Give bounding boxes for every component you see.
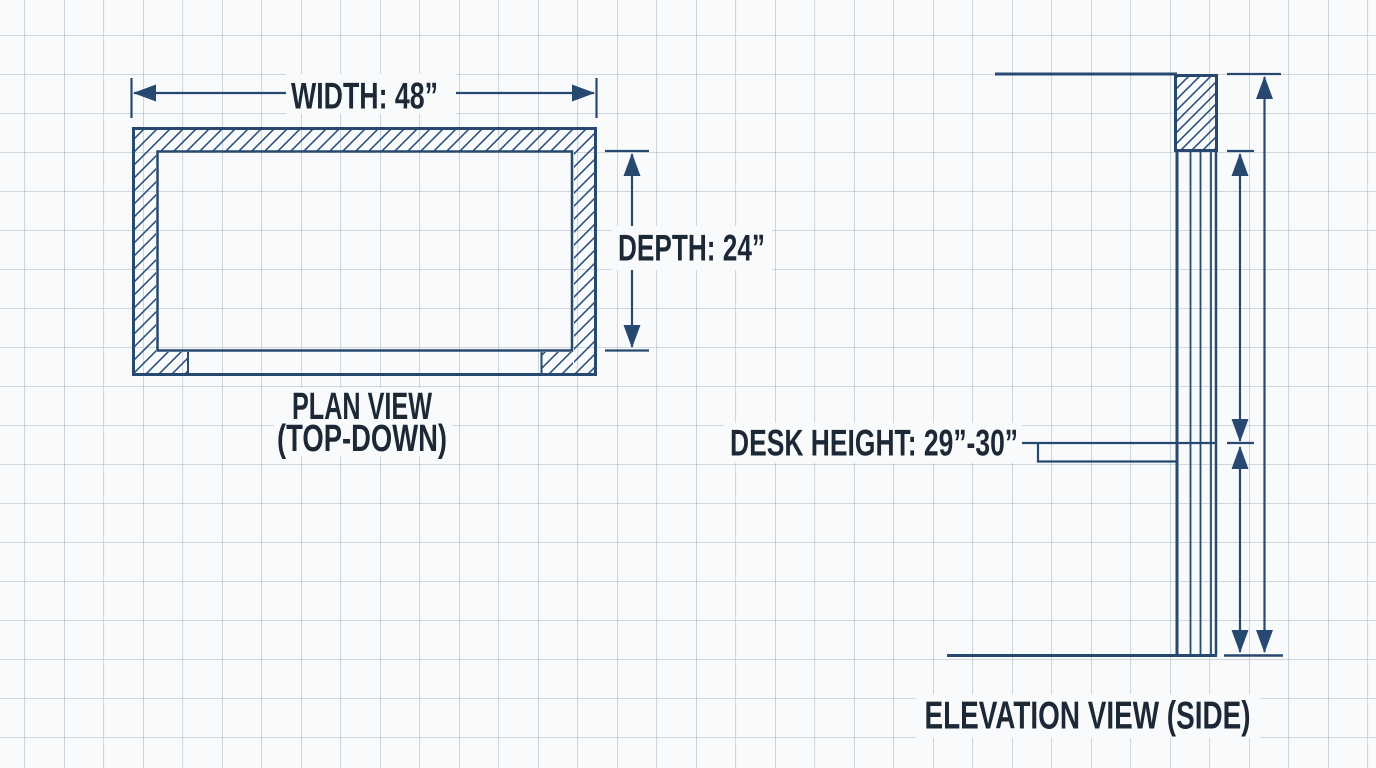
- elevation-hatch-block-outline: [1174, 74, 1218, 152]
- plan-caption-line2: (TOP-DOWN): [277, 418, 447, 460]
- desk-surface-slab: [1036, 443, 1176, 463]
- depth-arrow-up-icon: [623, 153, 641, 176]
- plan-hatch-bottom-left-block: [156, 352, 187, 373]
- plan-hatch-right-band: [574, 151, 594, 373]
- width-label-backing: [286, 74, 456, 114]
- width-extension-ticks: [130, 78, 598, 118]
- overall-height-arrow-down-icon: [1256, 630, 1273, 653]
- plan-outer-outline: [132, 127, 597, 376]
- desk-height-dimension-label: DESK HEIGHT: 29”-30”: [730, 423, 1018, 464]
- upper-height-arrow-up-icon: [1231, 153, 1249, 176]
- desk-height-dimension: [1231, 446, 1249, 653]
- desk-height-arrow-down-icon: [1231, 630, 1249, 653]
- width-dimension: WIDTH: 48”: [130, 74, 598, 118]
- depth-extension-ticks: [605, 149, 649, 352]
- plan-hatch-left-band: [135, 151, 156, 373]
- plan-view: WIDTH: 48” DEPTH: 24” PLAN VIEW (TOP-DOW…: [130, 74, 772, 460]
- width-dimension-label: WIDTH: 48”: [291, 76, 438, 117]
- depth-arrow-down-icon: [623, 325, 641, 348]
- plan-front-strip-dividers: [187, 352, 543, 374]
- overall-height-dimension: [1256, 76, 1273, 653]
- depth-dimension: DEPTH: 24”: [605, 149, 772, 352]
- depth-dimension-label: DEPTH: 24”: [618, 228, 765, 269]
- plan-hatch-top-band: [135, 130, 594, 151]
- width-arrow-right-icon: [572, 84, 595, 102]
- elevation-hatch-fill: [1175, 75, 1217, 151]
- desk-height-label-backing: [724, 423, 1022, 463]
- elevation-caption-backing: [916, 694, 1260, 738]
- depth-label-backing: [612, 226, 772, 270]
- desk-height-arrow-up-icon: [1231, 446, 1249, 469]
- upper-height-dimension: [1231, 153, 1249, 442]
- plan-caption-line1: PLAN VIEW: [292, 386, 432, 428]
- upper-height-arrow-down-icon: [1231, 419, 1249, 442]
- overall-height-arrow-up-icon: [1256, 76, 1273, 99]
- elevation-view: DESK HEIGHT: 29”-30” ELEVATION VIEW (SID…: [724, 72, 1283, 738]
- plan-hatch-bottom-right-block: [542, 352, 573, 373]
- width-arrow-left-icon: [133, 84, 156, 102]
- elevation-caption: ELEVATION VIEW (SIDE): [925, 695, 1251, 738]
- elevation-column-inner-lines: [1189, 152, 1212, 654]
- plan-desktop-surface-outline: [156, 150, 574, 352]
- plan-caption-backing: [274, 388, 452, 456]
